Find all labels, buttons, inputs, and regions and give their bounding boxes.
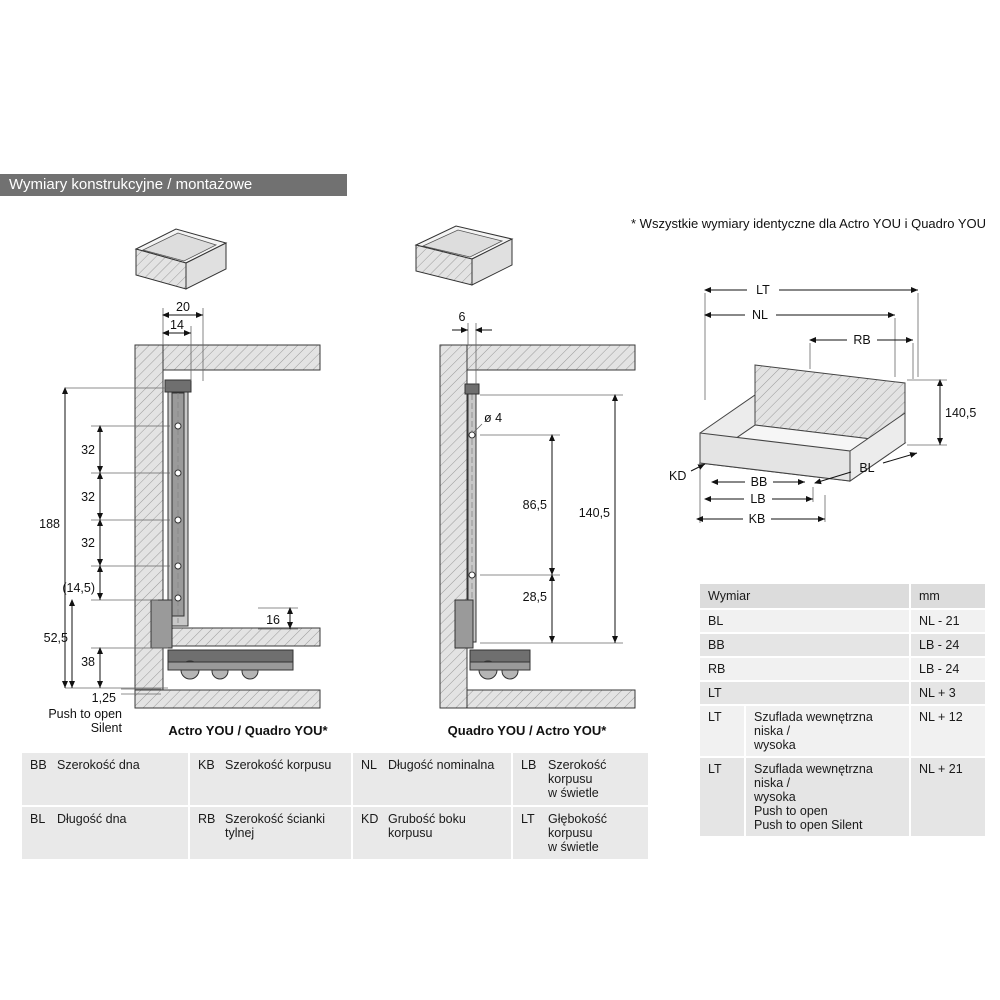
dim-value: NL + 3 — [911, 682, 985, 704]
legend-abbr: LB — [521, 758, 537, 772]
dim-label: 140,5 — [945, 406, 976, 420]
cabinet-bottom-panel — [466, 689, 636, 709]
left-drawing-caption: Actro YOU / Quadro YOU* — [168, 723, 328, 738]
page-title: Wymiary konstrukcyjne / montażowe — [9, 176, 253, 193]
dim-label: 140,5 — [579, 506, 610, 520]
dim-label: LT — [756, 283, 770, 297]
legend-label: Szerokość dna — [57, 758, 140, 772]
runner-rail — [469, 649, 531, 663]
table-row: LT Szuflada wewnętrzna niska / wysoka Pu… — [700, 758, 985, 836]
dim-label: KD — [669, 469, 686, 483]
dim-abbr: RB — [700, 658, 909, 680]
table-row: LT NL + 3 — [700, 682, 985, 704]
dim-abbr: LT — [700, 706, 744, 756]
dim-label: 16 — [266, 613, 280, 627]
legend-label: Długość nominalna — [388, 758, 495, 772]
legend-label: Szerokość ścianki tylnej — [225, 812, 326, 840]
dim-value: NL + 12 — [911, 706, 985, 756]
legend-label: Grubość boku korpusu — [388, 812, 466, 840]
middle-cross-section-drawing: 6 ø 4 86,5 28,5 140,5 Quadro YOU / Actro… — [439, 310, 636, 738]
table-row: RB LB - 24 — [700, 658, 985, 680]
table-row: LT Szuflada wewnętrzna niska / wysoka NL… — [700, 706, 985, 756]
rail-cap — [164, 379, 192, 393]
middle-drawing-caption: Quadro YOU / Actro YOU* — [448, 723, 608, 738]
legend-label: Głębokość korpusu w świetle — [548, 812, 608, 854]
dim-label: ø 4 — [484, 411, 502, 425]
dim-label: 188 — [39, 517, 60, 531]
dim-label: 52,5 — [44, 631, 68, 645]
dim-label: BL — [859, 461, 874, 475]
front-bracket — [454, 599, 474, 649]
dim-label: NL — [752, 308, 768, 322]
legend-label: Długość dna — [57, 812, 127, 826]
dim-label: 32 — [81, 536, 95, 550]
cabinet-top-panel — [162, 344, 321, 371]
drawer-icon — [134, 228, 228, 290]
legend-cell: BL Długość dna — [22, 807, 188, 859]
legend-table: BB Szerokość dna KB Szerokość korpusu NL Dł… — [22, 753, 650, 859]
dimensions-note: * Wszystkie wymiary identyczne dla Actro… — [631, 216, 986, 231]
legend-cell: LT Głębokość korpusu w świetle — [513, 807, 648, 859]
legend-abbr: NL — [361, 758, 377, 772]
push-to-open-label: Push to open — [48, 707, 122, 721]
dim-label: 1,25 — [92, 691, 116, 705]
dim-desc: Szuflada wewnętrzna niska / wysoka — [746, 706, 909, 756]
dim-label: KB — [749, 512, 766, 526]
dim-label: RB — [853, 333, 870, 347]
legend-abbr: BL — [30, 812, 46, 826]
dim-label: 32 — [81, 443, 95, 457]
dim-abbr: LT — [700, 682, 909, 704]
dim-label: 28,5 — [523, 590, 547, 604]
front-bracket — [150, 599, 173, 649]
section-title-bar: Wymiary konstrukcyjne / montażowe — [0, 174, 347, 196]
dim-label: LB — [750, 492, 765, 506]
inner-drawer-icon — [414, 225, 514, 286]
legend-cell: NL Długość nominalna — [353, 753, 511, 805]
dim-label: (14,5) — [62, 581, 95, 595]
silent-label: Silent — [91, 721, 123, 735]
dim-label: 20 — [176, 300, 190, 314]
cabinet-bottom-panel — [134, 689, 321, 709]
cabinet-top-panel — [466, 344, 636, 371]
cabinet-side-panel — [134, 344, 164, 709]
legend-label: Szerokość korpusu — [225, 758, 332, 772]
dim-label: 14 — [170, 318, 184, 332]
header-mm: mm — [911, 584, 985, 608]
legend-cell: BB Szerokość dna — [22, 753, 188, 805]
drawer-bottom-panel — [167, 627, 321, 647]
table-header-row: Wymiar mm — [700, 584, 985, 608]
legend-cell: KB Szerokość korpusu — [190, 753, 351, 805]
dim-value: LB - 24 — [911, 658, 985, 680]
dim-value: LB - 24 — [911, 634, 985, 656]
legend-cell: LB Szerokość korpusu w świetle — [513, 753, 648, 805]
runner-rail — [167, 649, 294, 663]
dim-desc: Szuflada wewnętrzna niska / wysoka Push … — [746, 758, 909, 836]
legend-cell: RB Szerokość ścianki tylnej — [190, 807, 351, 859]
dim-label: 38 — [81, 655, 95, 669]
legend-abbr: RB — [198, 812, 216, 826]
header-wymiar: Wymiar — [700, 584, 909, 608]
legend-abbr: KD — [361, 812, 379, 826]
dim-label: BB — [751, 475, 768, 489]
front-panel — [699, 432, 851, 482]
dim-abbr: BL — [700, 610, 909, 632]
dim-abbr: LT — [700, 758, 744, 836]
dim-label: 86,5 — [523, 498, 547, 512]
dimension-table: Wymiar mm BL NL - 21 BB LB - 24 RB LB - … — [700, 584, 985, 836]
left-cross-section-drawing: 20 14 188 32 32 32 (14,5) 52,5 38 16 — [39, 300, 328, 738]
cabinet-side-panel — [439, 344, 468, 709]
table-row: BL NL - 21 — [700, 610, 985, 632]
legend-abbr: KB — [198, 758, 215, 772]
dim-label: 6 — [459, 310, 466, 324]
dim-abbr: BB — [700, 634, 909, 656]
legend-cell: KD Grubość boku korpusu — [353, 807, 511, 859]
dim-value: NL - 21 — [911, 610, 985, 632]
dim-label: 32 — [81, 490, 95, 504]
isometric-drawer-drawing: LT NL RB 140,5 KD BB BL LB KB — [669, 283, 976, 526]
legend-label: Szerokość korpusu w świetle — [548, 758, 607, 800]
table-row: BB LB - 24 — [700, 634, 985, 656]
dim-value: NL + 21 — [911, 758, 985, 836]
legend-abbr: BB — [30, 758, 47, 772]
legend-abbr: LT — [521, 812, 535, 826]
